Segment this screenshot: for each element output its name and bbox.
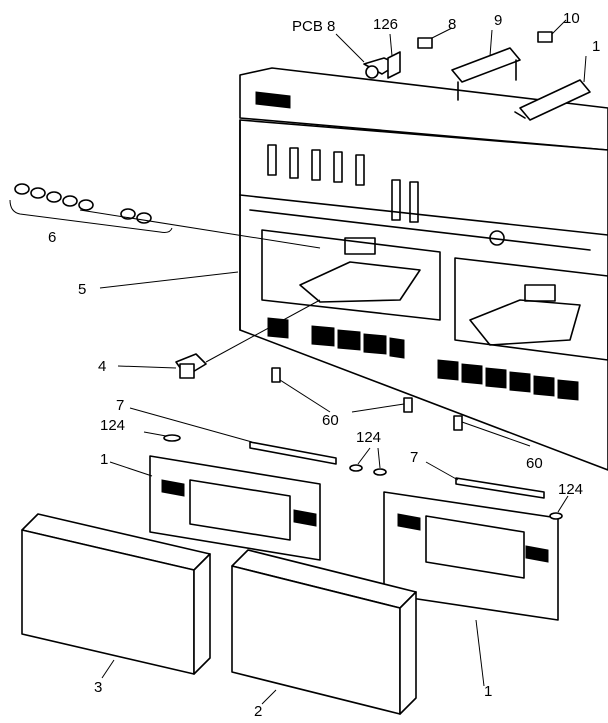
label-60-left: 60 [322,412,339,429]
screw-10 [537,31,553,43]
screw-8 [417,37,433,49]
label-4: 4 [98,358,106,375]
screws-60 [271,367,463,431]
label-1-top: 1 [592,38,600,55]
label-5: 5 [78,281,86,298]
label-1-left: 1 [100,451,108,468]
label-124-right: 124 [558,481,583,498]
label-1-bottom: 1 [484,683,492,700]
label-pcb8: PCB 8 [292,18,335,35]
label-8: 8 [448,16,456,33]
button-row-right [437,359,579,401]
label-7-left: 7 [116,397,124,414]
label-126: 126 [373,16,398,33]
bracket-126 [387,51,401,79]
door-panel-3 [21,513,211,675]
label-60-right: 60 [526,455,543,472]
label-7-right: 7 [410,449,418,466]
cassette-deck-chassis [239,67,608,471]
label-9: 9 [494,12,502,29]
slider-slots [267,144,419,223]
door-panel-2 [231,549,417,715]
clips-124 [163,434,563,520]
door-frame-left [149,455,321,561]
label-10: 10 [563,10,580,27]
window-strips-7 [249,441,545,499]
knobs-6 [9,183,173,233]
label-124-mid: 124 [356,429,381,446]
label-3: 3 [94,679,102,696]
part-labels: PCB 8 126 8 9 10 1 6 5 4 60 60 7 124 124… [48,10,600,720]
part-1-top [514,79,591,121]
label-6: 6 [48,229,56,246]
label-2: 2 [254,703,262,720]
bracket-9 [451,47,521,101]
door-frame-right [383,491,559,621]
knob-4 [175,353,207,379]
button-row-left [267,317,405,359]
leader-lines [79,19,587,705]
label-124-left: 124 [100,417,125,434]
